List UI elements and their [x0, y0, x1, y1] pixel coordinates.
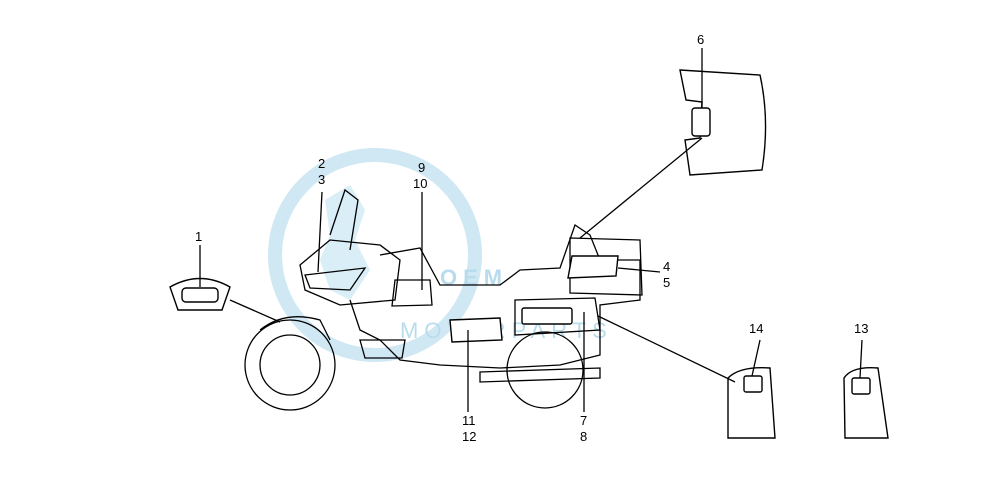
callout-2: 2	[318, 156, 325, 171]
callout-3: 3	[318, 172, 325, 187]
motorcycle-outline	[244, 188, 643, 411]
callouts: 1 2 3 4 5 6 7 8 9 10 11 12 13 14	[195, 32, 868, 444]
callout-7: 7	[580, 413, 587, 428]
callout-14: 14	[749, 321, 763, 336]
part-1-emblem	[169, 277, 281, 323]
callout-1: 1	[195, 229, 202, 244]
part-6-topbox	[579, 69, 767, 239]
part-13-emblem	[843, 339, 889, 439]
callout-9: 9	[418, 160, 425, 175]
callout-10: 10	[413, 176, 427, 191]
part-14-emblem	[597, 315, 776, 439]
callout-12: 12	[462, 429, 476, 444]
callout-6: 6	[697, 32, 704, 47]
callout-8: 8	[580, 429, 587, 444]
callout-5: 5	[663, 275, 670, 290]
callout-13: 13	[854, 321, 868, 336]
watermark-brand: OEM	[440, 265, 508, 290]
callout-4: 4	[663, 259, 670, 274]
callout-11: 11	[462, 413, 476, 428]
leader-lines	[199, 48, 703, 412]
watermark: OEM MOTORPARTS	[268, 148, 607, 362]
watermark-globe	[268, 148, 482, 362]
